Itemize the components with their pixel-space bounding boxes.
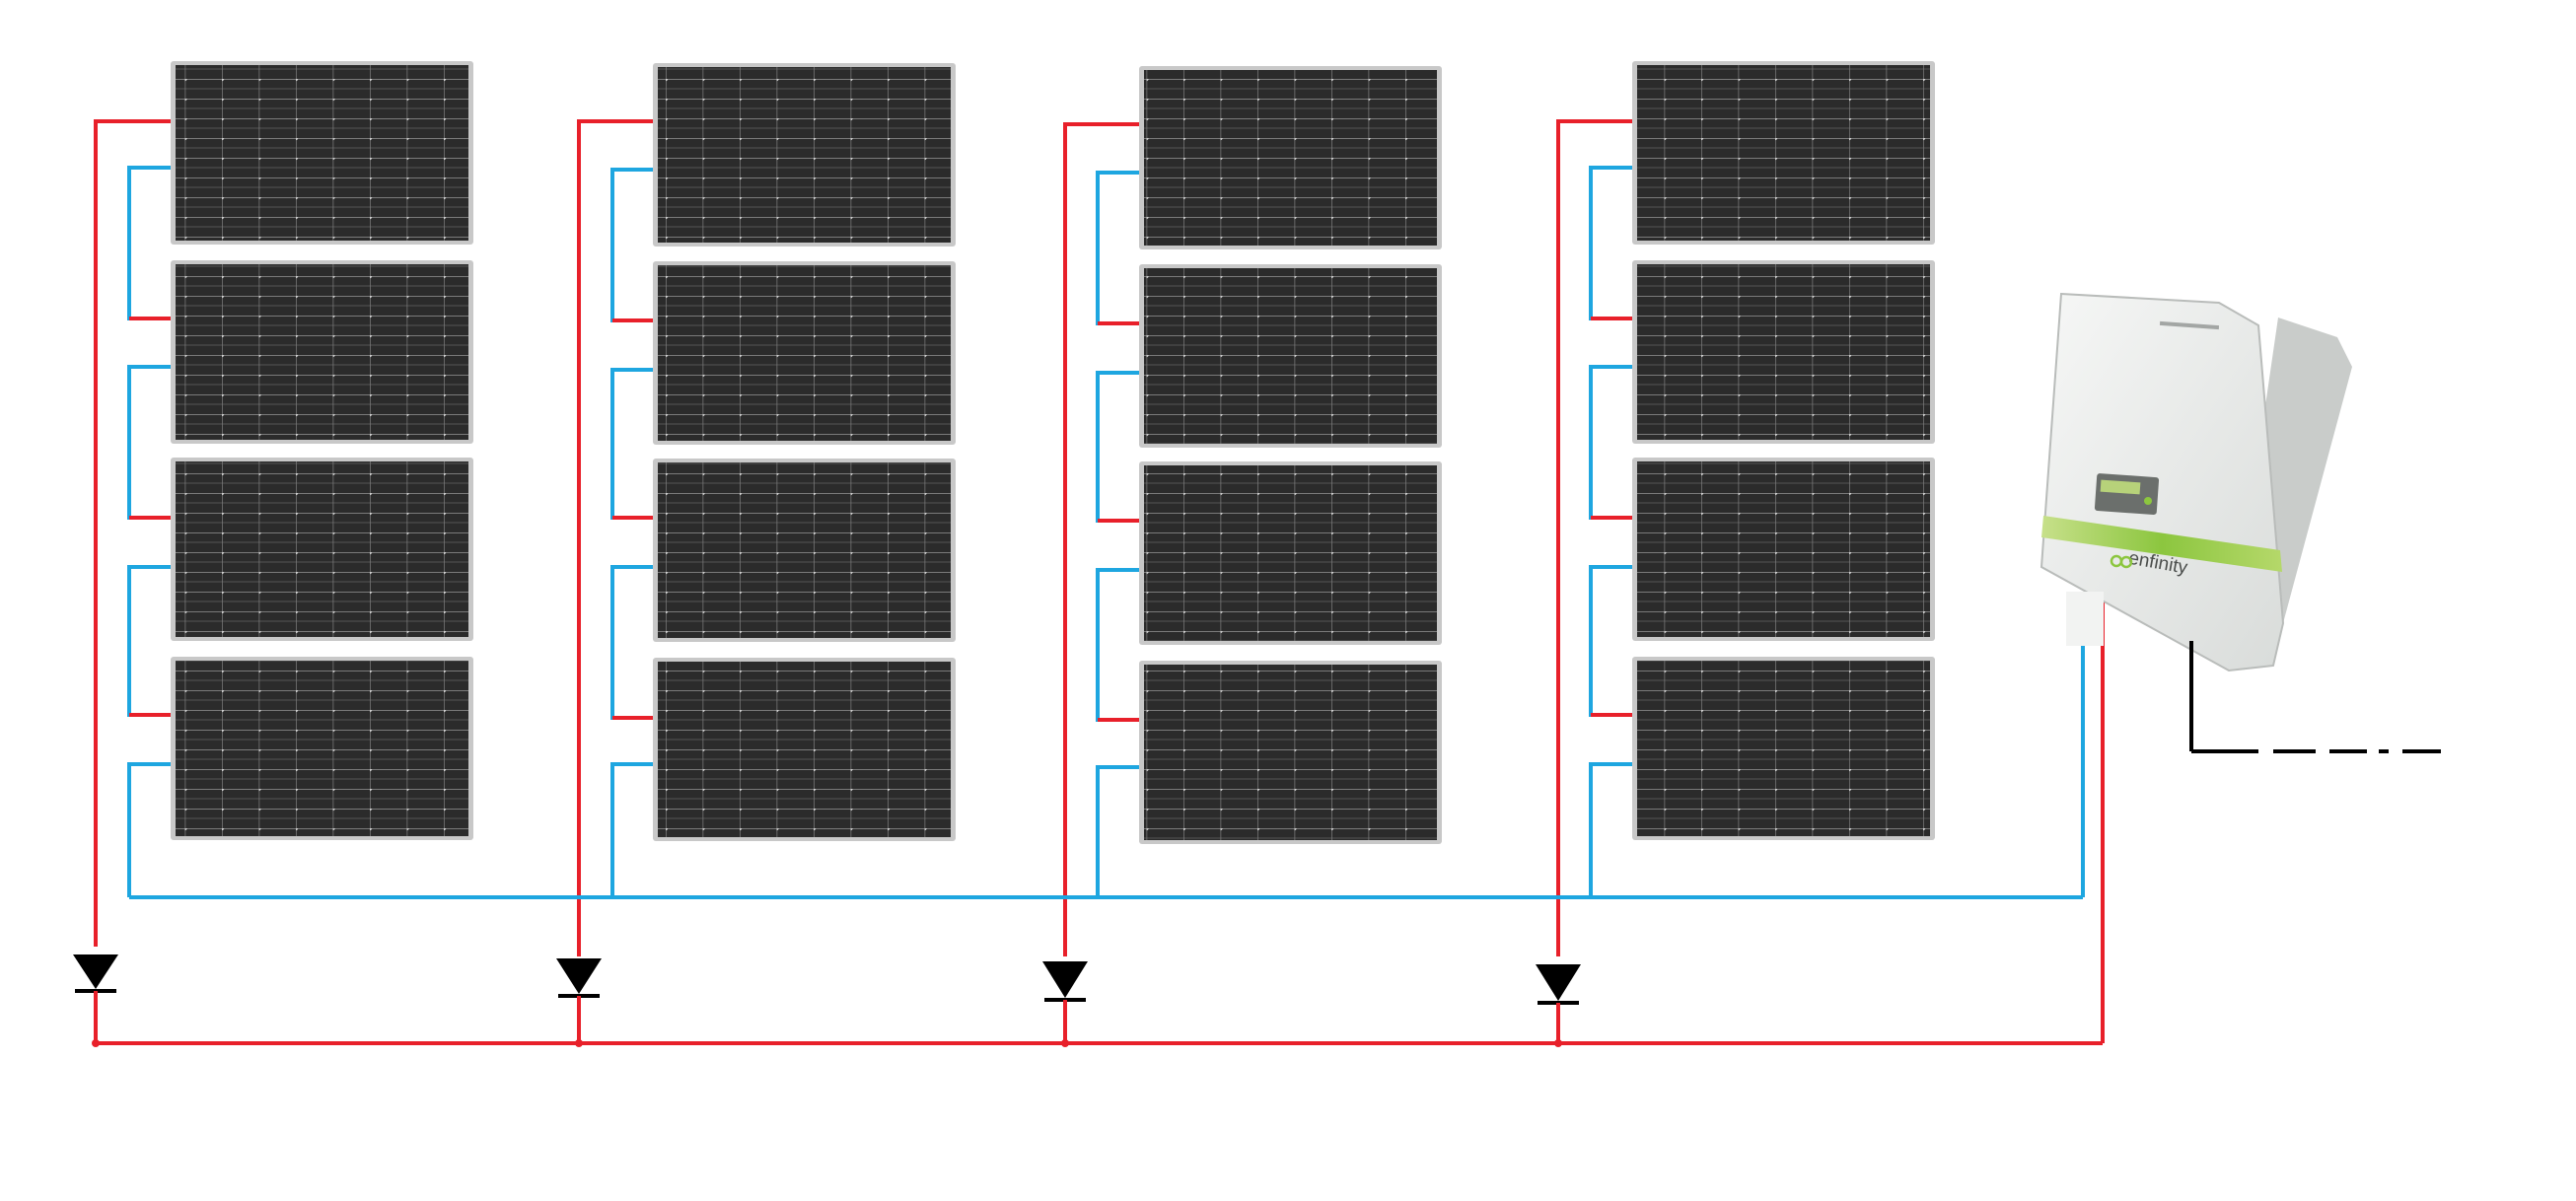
solar-panel [1632, 61, 1935, 245]
pv-string-1 [73, 61, 473, 1043]
pv-string-2 [556, 63, 956, 1043]
negative-wire [1096, 568, 1139, 722]
solar-panel [653, 63, 956, 247]
negative-wire [1096, 371, 1139, 523]
blocking-diode-icon [1536, 964, 1581, 1005]
negative-wire [610, 762, 653, 897]
negative-wire [610, 368, 653, 520]
solar-panel [653, 459, 956, 642]
negative-wire [127, 565, 171, 717]
solar-panel [171, 260, 473, 444]
blocking-diode-icon [1042, 961, 1088, 1002]
solar-panel [653, 658, 956, 841]
positive-wire [1063, 122, 1139, 956]
negative-wire [610, 565, 653, 720]
solar-panel [1632, 458, 1935, 641]
solar-panel [1139, 66, 1442, 249]
blocking-diode-icon [556, 958, 602, 998]
pv-string-3 [1042, 66, 1442, 1043]
negative-wire [1589, 565, 1632, 717]
positive-wire [94, 119, 171, 947]
solar-panel [171, 61, 473, 245]
negative-wire [1589, 166, 1632, 320]
negative-wire [1096, 765, 1139, 897]
solar-panel [1139, 661, 1442, 844]
ac-output-line [2189, 641, 2441, 753]
bus-junction-dots [92, 1039, 1562, 1047]
positive-wire [577, 119, 653, 956]
solar-panel [653, 261, 956, 445]
negative-wire [610, 168, 653, 322]
pv-string-4 [1536, 61, 1935, 1043]
solar-panel [1632, 657, 1935, 840]
solar-panel [171, 458, 473, 641]
positive-wire [1556, 119, 1632, 956]
inverter-icon: enfinity [2039, 292, 2352, 672]
negative-wire [127, 166, 171, 320]
negative-wire [1589, 365, 1632, 520]
negative-wire [1096, 171, 1139, 325]
solar-panel [1632, 260, 1935, 444]
negative-wire [127, 365, 171, 520]
solar-panel [1139, 264, 1442, 448]
solar-panel [1139, 461, 1442, 645]
blocking-diode-icon [73, 954, 118, 993]
solar-panel [171, 657, 473, 840]
negative-wire [127, 762, 171, 897]
negative-wire [1589, 762, 1632, 897]
